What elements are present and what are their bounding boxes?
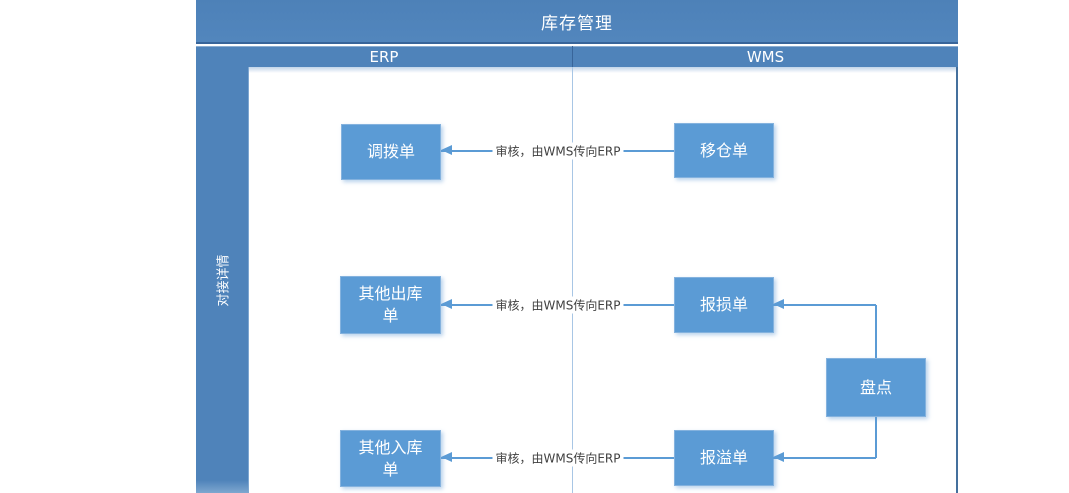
node-damage-report-order-label: 报损单 [699, 295, 748, 315]
lane-header-divider [572, 46, 573, 67]
diagram-title: 库存管理 [541, 13, 613, 34]
node-damage-report-order: 报损单 [674, 277, 774, 333]
node-other-inbound-order: 其他入库单 [340, 430, 441, 487]
node-stocktake: 盘点 [826, 358, 926, 417]
connector-stocktake-to-damage-hline [773, 304, 876, 306]
node-stocktake-label: 盘点 [859, 377, 892, 397]
node-transfer-order: 调拨单 [341, 124, 441, 180]
node-other-outbound-order: 其他出库单 [340, 276, 441, 334]
connector-stocktake-to-damage-vline [875, 305, 877, 358]
phase-bar: 对接详情 [196, 67, 249, 493]
node-transfer-order-label: 调拨单 [366, 142, 415, 162]
lane-header-shadow [196, 67, 958, 73]
lane-header-wms: WMS [573, 46, 958, 67]
connector-stocktake-to-overflow-arrowhead-icon [773, 452, 784, 462]
lane-header-band: ERP WMS [196, 46, 958, 67]
node-move-warehouse-order: 移仓单 [674, 123, 774, 178]
connector-stocktake-to-overflow-vline [875, 417, 877, 458]
node-other-outbound-order-label: 其他出库单 [358, 284, 423, 325]
node-overflow-report-order-label: 报溢单 [699, 448, 748, 468]
connector-stocktake-to-overflow-hline [773, 457, 876, 459]
lane-header-erp-label: ERP [369, 47, 399, 66]
lane-header-erp: ERP [196, 46, 572, 67]
diagram-right-border [956, 67, 958, 493]
connector-stocktake-to-damage-arrowhead-icon [773, 299, 784, 309]
node-move-warehouse-order-label: 移仓单 [699, 140, 748, 160]
connector-move-to-transfer-arrowhead-icon [441, 145, 452, 155]
connector-overflow-to-inbound-arrowhead-icon [441, 452, 452, 462]
connector-damage-to-outbound-arrowhead-icon [441, 299, 452, 309]
lane-header-wms-label: WMS [746, 47, 785, 66]
phase-label: 对接详情 [216, 253, 232, 307]
node-overflow-report-order: 报溢单 [674, 430, 774, 486]
connector-overflow-to-inbound-label: 审核，由WMS传向ERP [492, 449, 624, 467]
connector-damage-to-outbound-label: 审核，由WMS传向ERP [492, 296, 624, 314]
diagram-title-bar: 库存管理 [196, 0, 958, 44]
node-other-inbound-order-label: 其他入库单 [358, 437, 423, 479]
lane-divider-line [572, 67, 573, 493]
connector-move-to-transfer-label: 审核，由WMS传向ERP [492, 142, 624, 160]
